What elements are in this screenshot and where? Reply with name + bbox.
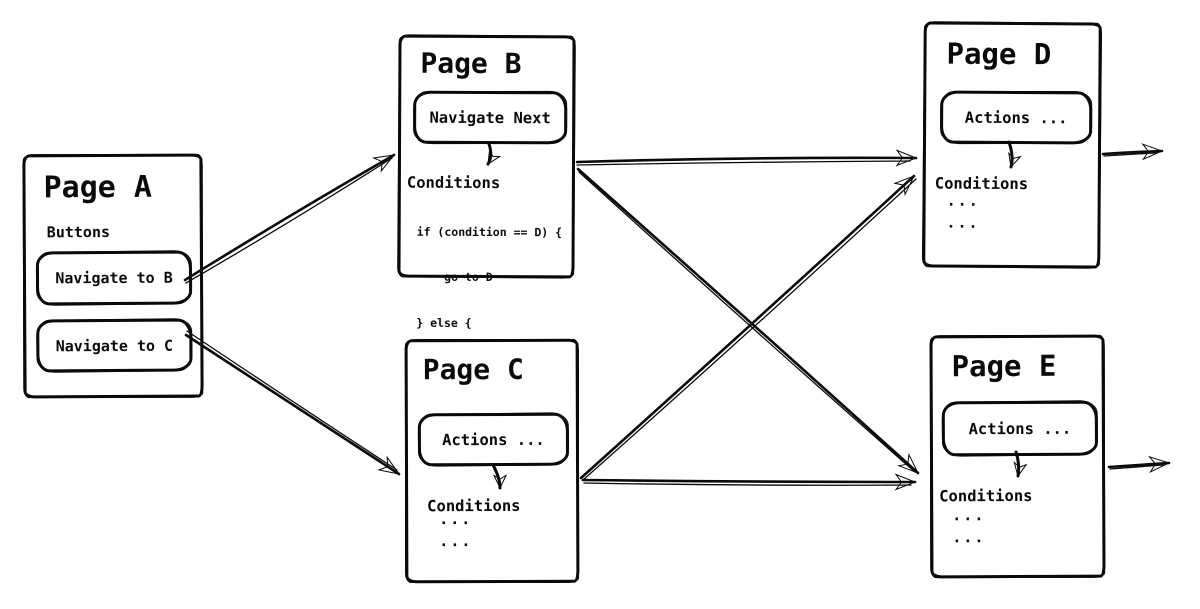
condition-placeholder: ... (439, 510, 473, 529)
navigate-to-b-button[interactable]: Navigate to B (35, 250, 193, 306)
arrow-page-b-to-page-d (575, 149, 918, 167)
page-d-box: Page D Actions ... Conditions ... ... (922, 21, 1102, 269)
page-b-conditions-label: Conditions (406, 173, 501, 193)
arrow-navigate-to-c-to-page-c (184, 330, 401, 476)
condition-placeholder: ... (946, 213, 980, 232)
condition-placeholder: ... (439, 532, 473, 551)
page-a-box: Page A Buttons Navigate to B Navigate to… (22, 153, 204, 399)
code-line: if (condition == D) { (416, 224, 563, 239)
arrow-page-c-to-page-d (579, 174, 917, 481)
page-a-title: Page A (43, 169, 153, 206)
page-a-buttons-label: Buttons (46, 223, 111, 242)
navigate-next-button[interactable]: Navigate Next (413, 90, 568, 145)
arrow-page-e-exit (1107, 455, 1171, 473)
code-line: } else { (416, 316, 472, 331)
page-e-actions-button[interactable]: Actions ... (941, 400, 1098, 457)
page-d-actions-button[interactable]: Actions ... (940, 90, 1093, 145)
page-b-box: Page B Navigate Next Conditions if (cond… (397, 34, 576, 422)
page-e-box: Page E Actions ... Conditions ... ... (929, 334, 1106, 579)
page-b-title: Page B (420, 46, 522, 81)
arrow-page-c-to-page-e (581, 473, 917, 491)
page-d-title: Page D (946, 36, 1052, 72)
navigate-to-c-button[interactable]: Navigate to C (36, 318, 193, 373)
page-e-conditions-label: Conditions (939, 486, 1033, 506)
page-c-title: Page C (422, 352, 524, 387)
page-c-box: Page C Actions ... Conditions ... ... (404, 338, 580, 584)
arrow-page-b-to-page-e (576, 167, 920, 475)
condition-placeholder: ... (952, 506, 986, 525)
page-d-conditions-label: Conditions (934, 174, 1029, 194)
code-line: go to D (416, 270, 493, 285)
page-c-actions-button[interactable]: Actions ... (417, 412, 570, 467)
arrow-navigate-to-b-to-page-b (183, 153, 396, 284)
arrow-page-d-exit (1101, 143, 1164, 161)
condition-placeholder: ... (952, 528, 986, 547)
page-e-title: Page E (951, 348, 1057, 384)
condition-placeholder: ... (946, 191, 980, 210)
